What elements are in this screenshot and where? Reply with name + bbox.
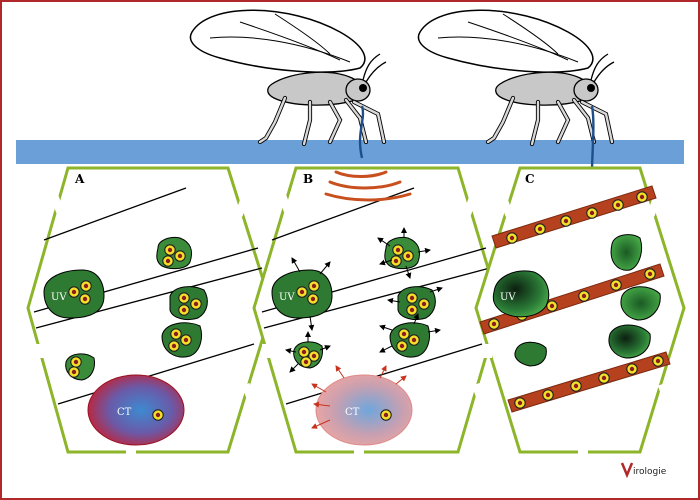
cell-hexagon-a <box>26 166 274 454</box>
panel-letter-b: B <box>303 172 313 186</box>
cell-hexagon-b <box>252 166 502 454</box>
ct-label: CT <box>117 407 132 418</box>
phloem-vessel-3 <box>507 351 671 413</box>
panel-letter-c: C <box>525 172 535 186</box>
uv-label: UV <box>279 292 295 303</box>
logo-text: irologie <box>633 467 667 477</box>
panel-letter-a: A <box>74 172 85 186</box>
uv-label: UV <box>51 292 67 303</box>
ct-label: CT <box>345 407 360 418</box>
virologie-logo: irologie <box>620 462 667 479</box>
panel-c: C UV <box>474 166 686 456</box>
phloem-vessel-1 <box>491 185 657 249</box>
ct-cell <box>315 374 413 446</box>
panel-a: A UV CT <box>26 166 274 456</box>
panel-b: B UV <box>252 166 502 456</box>
uv-label: UV <box>500 292 516 303</box>
ct-cell <box>87 374 185 446</box>
leaf-surface <box>16 140 684 164</box>
stylet-left <box>358 105 365 159</box>
uv-cell <box>492 270 550 318</box>
